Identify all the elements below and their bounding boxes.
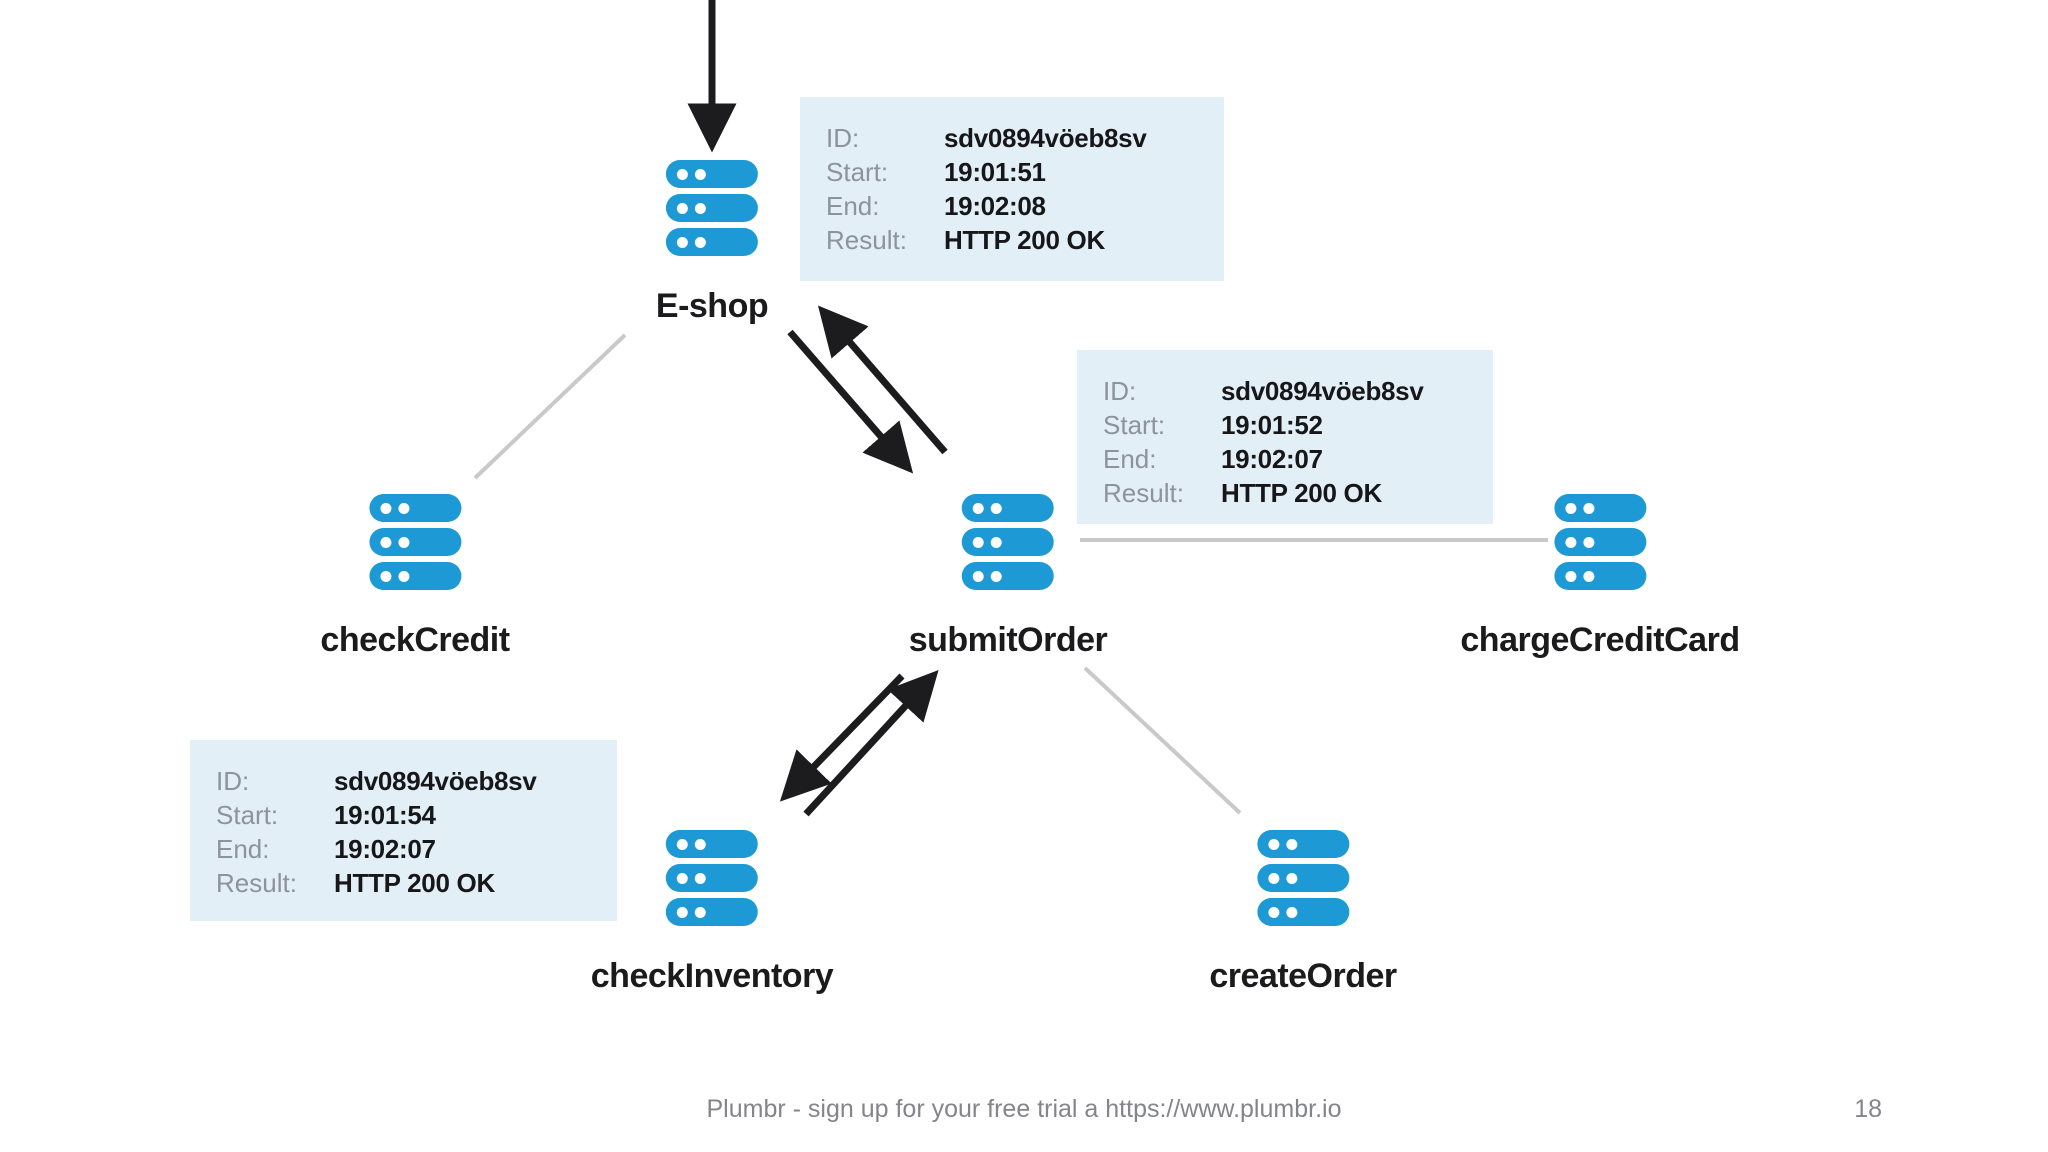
- trace-row: Start: 19:01:52: [1103, 408, 1467, 442]
- node-label: submitOrder: [908, 621, 1108, 659]
- trace-key: Result:: [826, 225, 907, 255]
- server-stack-icon: [1257, 830, 1349, 926]
- server-bar-icon: [368, 528, 461, 556]
- server-bar-icon: [368, 562, 461, 590]
- node-checkcredit: checkCredit: [320, 494, 510, 660]
- trace-box-checkinventory: ID: sdv0894vöeb8sv Start: 19:01:54 End: …: [190, 740, 617, 921]
- trace-key: ID:: [216, 766, 250, 796]
- trace-value: 19:01:51: [944, 157, 1046, 187]
- server-bar-icon: [961, 528, 1054, 556]
- trace-row: Result: HTTP 200 OK: [826, 223, 1198, 257]
- trace-value: 19:02:08: [944, 191, 1046, 221]
- trace-row: ID: sdv0894vöeb8sv: [1103, 374, 1467, 408]
- trace-key: Result:: [1103, 478, 1184, 508]
- trace-box-submitorder: ID: sdv0894vöeb8sv Start: 19:01:52 End: …: [1077, 350, 1493, 524]
- trace-key: End:: [1103, 444, 1157, 474]
- node-eshop: E-shop: [655, 160, 769, 326]
- trace-key: End:: [216, 834, 270, 864]
- node-label: E-shop: [655, 287, 769, 325]
- trace-key: ID:: [826, 123, 860, 153]
- server-bar-icon: [666, 194, 758, 222]
- trace-value: HTTP 200 OK: [334, 868, 495, 898]
- server-bar-icon: [1553, 562, 1646, 590]
- arrow-checkinventory-to-submitorder-icon: [803, 669, 939, 817]
- server-bar-icon: [961, 562, 1054, 590]
- server-stack-icon: [665, 830, 758, 926]
- trace-value: 19:02:07: [334, 834, 436, 864]
- arrow-submitorder-to-checkinventory-icon: [779, 673, 905, 802]
- server-bar-icon: [1257, 864, 1349, 892]
- trace-key: Result:: [216, 868, 297, 898]
- server-bar-icon: [961, 494, 1054, 522]
- trace-box-eshop: ID: sdv0894vöeb8sv Start: 19:01:51 End: …: [800, 97, 1224, 281]
- server-stack-icon: [961, 494, 1054, 590]
- server-bar-icon: [368, 494, 461, 522]
- node-label: checkCredit: [320, 621, 510, 659]
- server-bar-icon: [1553, 494, 1646, 522]
- trace-value: sdv0894vöeb8sv: [334, 766, 537, 796]
- footer-text: Plumbr - sign up for your free trial a h…: [706, 1095, 1342, 1123]
- trace-row: End: 19:02:07: [1103, 442, 1467, 476]
- trace-value: sdv0894vöeb8sv: [1221, 376, 1424, 406]
- trace-key: ID:: [1103, 376, 1137, 406]
- server-stack-icon: [1553, 494, 1646, 590]
- trace-value: 19:01:52: [1221, 410, 1323, 440]
- trace-key: End:: [826, 191, 880, 221]
- trace-row: Start: 19:01:51: [826, 155, 1198, 189]
- server-bar-icon: [665, 830, 758, 858]
- trace-row: Result: HTTP 200 OK: [216, 866, 591, 900]
- trace-value: 19:02:07: [1221, 444, 1323, 474]
- trace-row: ID: sdv0894vöeb8sv: [826, 121, 1198, 155]
- trace-key: Start:: [216, 800, 279, 830]
- server-bar-icon: [666, 160, 758, 188]
- server-bar-icon: [1257, 898, 1349, 926]
- server-bar-icon: [1553, 528, 1646, 556]
- page-number: 18: [1854, 1095, 1882, 1123]
- arrow-submitorder-to-eshop-icon: [817, 305, 948, 455]
- node-label: createOrder: [1209, 957, 1397, 995]
- node-createorder: createOrder: [1209, 830, 1397, 996]
- link-submitorder-createorder: [1083, 666, 1242, 815]
- server-stack-icon: [666, 160, 758, 256]
- node-checkinventory: checkInventory: [590, 830, 834, 996]
- trace-row: Start: 19:01:54: [216, 798, 591, 832]
- trace-value: HTTP 200 OK: [944, 225, 1105, 255]
- trace-key: Start:: [826, 157, 889, 187]
- trace-key: Start:: [1103, 410, 1166, 440]
- node-label: chargeCreditCard: [1460, 621, 1740, 659]
- node-submitorder: submitOrder: [909, 494, 1108, 660]
- trace-value: sdv0894vöeb8sv: [944, 123, 1147, 153]
- trace-row: ID: sdv0894vöeb8sv: [216, 764, 591, 798]
- server-bar-icon: [665, 864, 758, 892]
- trace-value: 19:01:54: [334, 800, 436, 830]
- trace-row: Result: HTTP 200 OK: [1103, 476, 1467, 510]
- server-bar-icon: [1257, 830, 1349, 858]
- server-bar-icon: [666, 228, 758, 256]
- trace-row: End: 19:02:07: [216, 832, 591, 866]
- server-stack-icon: [368, 494, 461, 590]
- trace-row: End: 19:02:08: [826, 189, 1198, 223]
- trace-value: HTTP 200 OK: [1221, 478, 1382, 508]
- server-bar-icon: [665, 898, 758, 926]
- node-label: checkInventory: [590, 957, 834, 995]
- node-chargecreditcard: chargeCreditCard: [1460, 494, 1740, 660]
- link-eshop-checkcredit: [473, 333, 627, 480]
- arrow-eshop-to-submitorder-icon: [787, 329, 914, 474]
